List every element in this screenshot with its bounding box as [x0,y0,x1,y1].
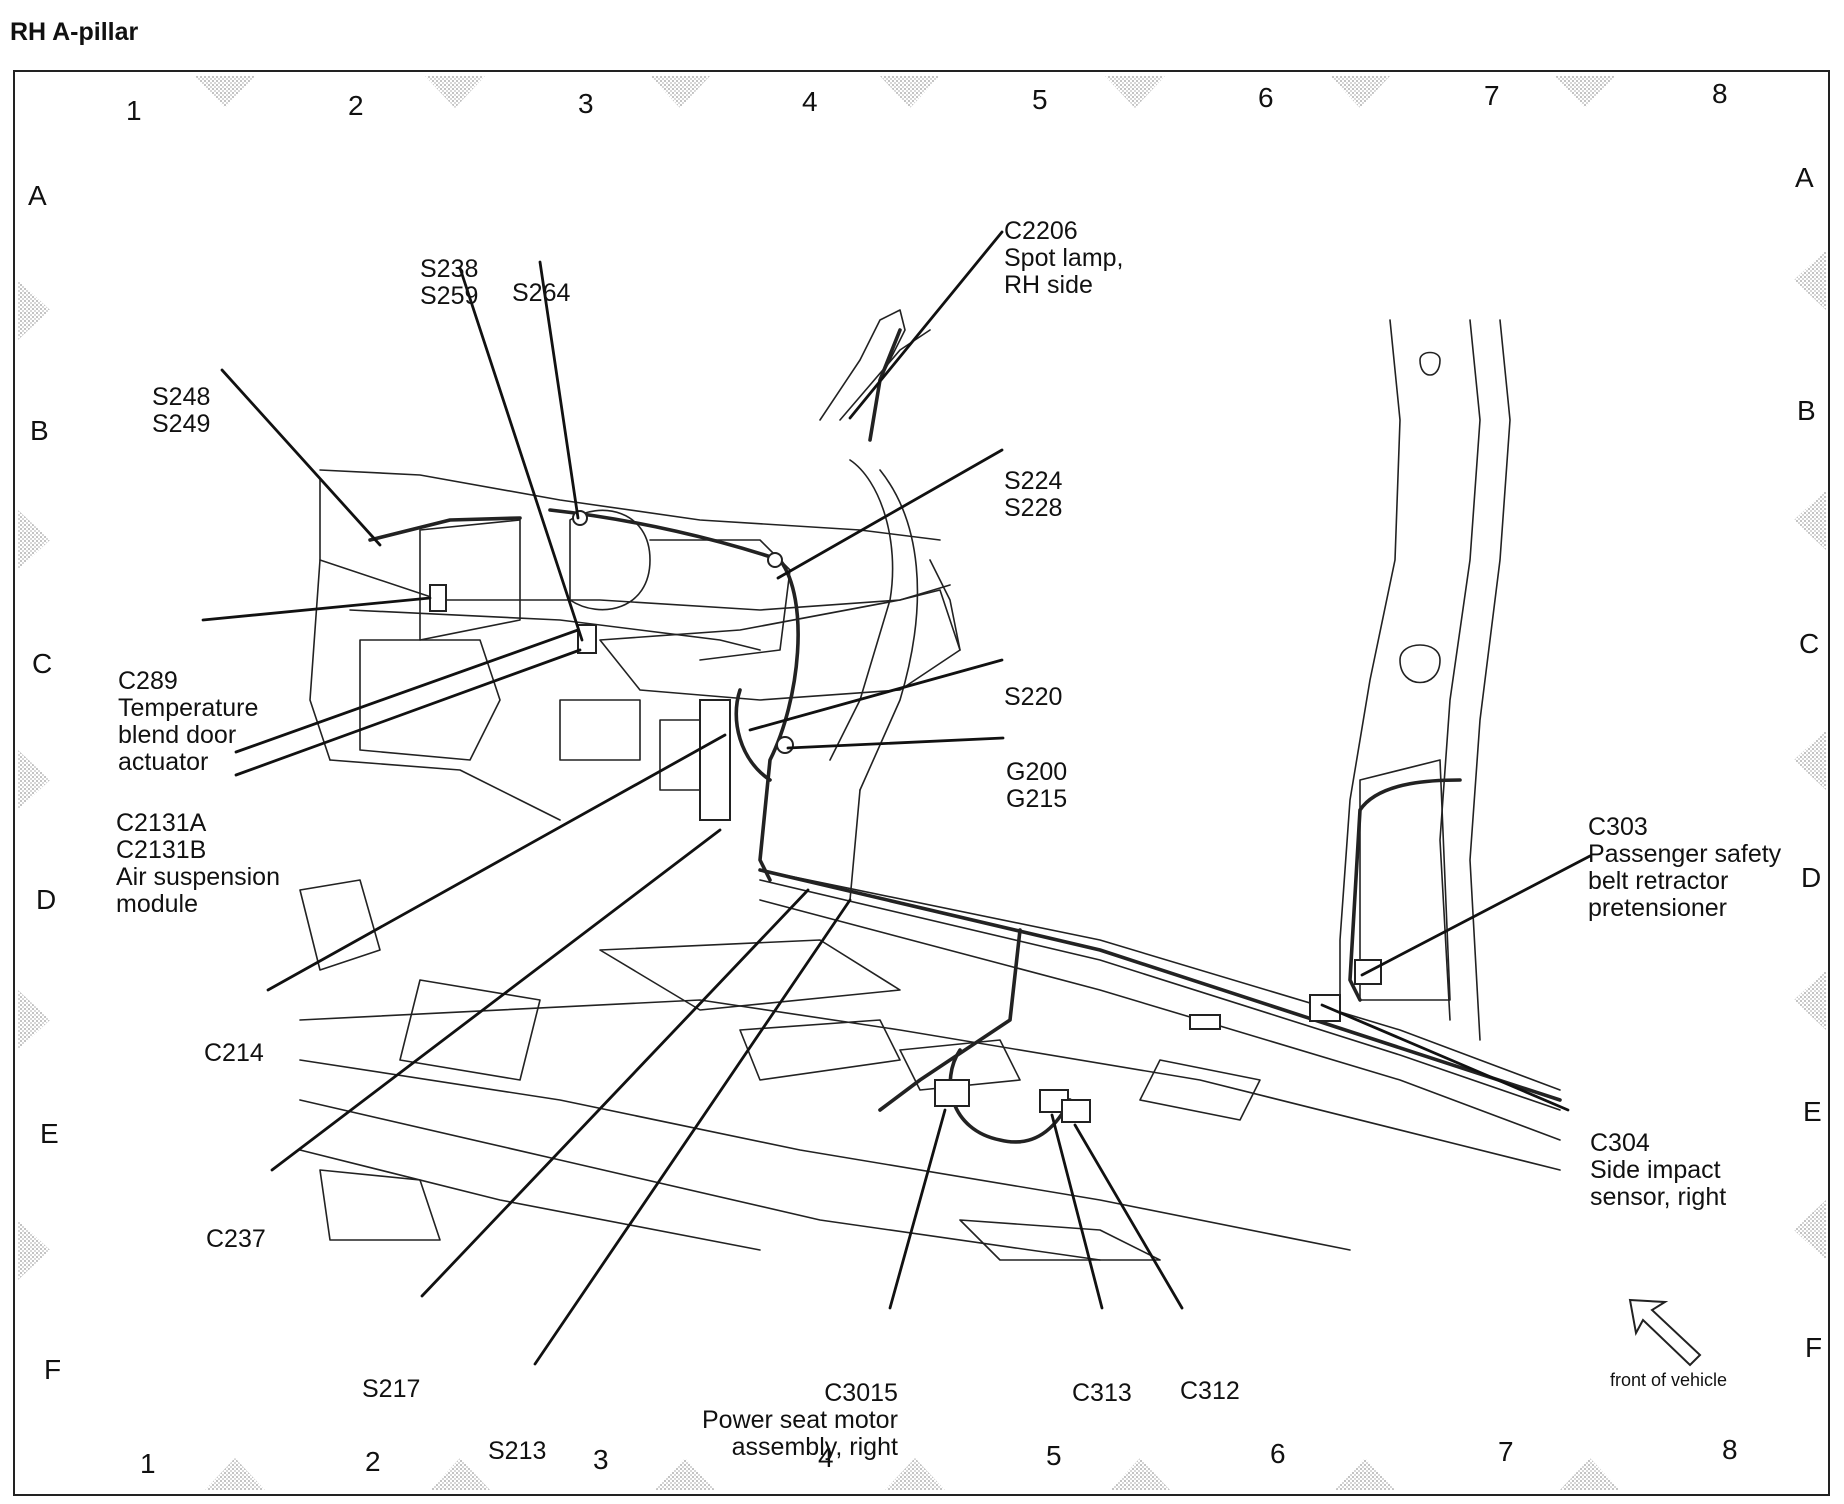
grid-col-bottom-3: 3 [593,1444,609,1475]
grid-col-top-7: 7 [1484,80,1500,111]
grid-col-bottom-6: 6 [1270,1438,1286,1469]
grid-row-right-C: C [1799,628,1820,659]
c3015-connector [934,1079,970,1107]
callout-s220: S220 [1004,683,1063,711]
grid-row-left-E: E [40,1118,59,1149]
grid-col-bottom-7: 7 [1498,1436,1514,1467]
grid-col-top-6: 6 [1258,82,1274,113]
callout-s217: S217 [362,1375,421,1403]
callout-s213: S213 [488,1437,547,1465]
c312-connector [1061,1099,1091,1123]
front-arrow-icon [1628,1298,1702,1367]
frame-markers [18,76,1826,1490]
grid-col-top-5: 5 [1032,84,1048,115]
callout-c313: C313 [1072,1379,1132,1407]
grid-row-left-B: B [30,415,49,446]
callout-c312: C312 [1180,1377,1240,1405]
grid-row-left-A: A [28,180,47,211]
grid-row-right-A: A [1795,162,1814,193]
grid-col-bottom-4: 4 [818,1442,834,1473]
grid-row-left-D: D [36,884,57,915]
c214-connector-block [699,699,731,821]
grid-row-right-B: B [1797,395,1816,426]
callout-c237: C237 [206,1225,266,1253]
grid-row-right-E: E [1803,1096,1822,1127]
grid-col-top-8: 8 [1712,78,1728,109]
grid-col-top-1: 1 [126,95,142,126]
callout-c214: C214 [204,1039,264,1067]
grid-col-bottom-5: 5 [1046,1440,1062,1471]
g200-ground [776,736,794,754]
grid-col-bottom-2: 2 [365,1446,381,1477]
grid-row-left-F: F [44,1354,62,1385]
grid-col-bottom-1: 1 [140,1448,156,1479]
s264-splice [572,510,588,526]
c304-connector [1309,994,1341,1022]
grid-row-right-D: D [1801,862,1822,893]
c2131-connector [577,624,597,654]
diagram-frame [13,70,1830,1496]
sill-clip [1189,1014,1221,1030]
grid-col-top-3: 3 [578,88,594,119]
grid-row-right-F: F [1805,1332,1823,1363]
grid-col-top-4: 4 [802,86,818,117]
grid-row-left-C: C [32,648,53,679]
page-title: RH A-pillar [10,18,139,46]
s224-splice [767,552,783,568]
grid-col-bottom-8: 8 [1722,1434,1738,1465]
callout-s264: S264 [512,279,571,307]
front-of-vehicle-label: front of vehicle [1610,1370,1728,1390]
c289-connector [429,584,447,612]
grid-col-top-2: 2 [348,90,364,121]
